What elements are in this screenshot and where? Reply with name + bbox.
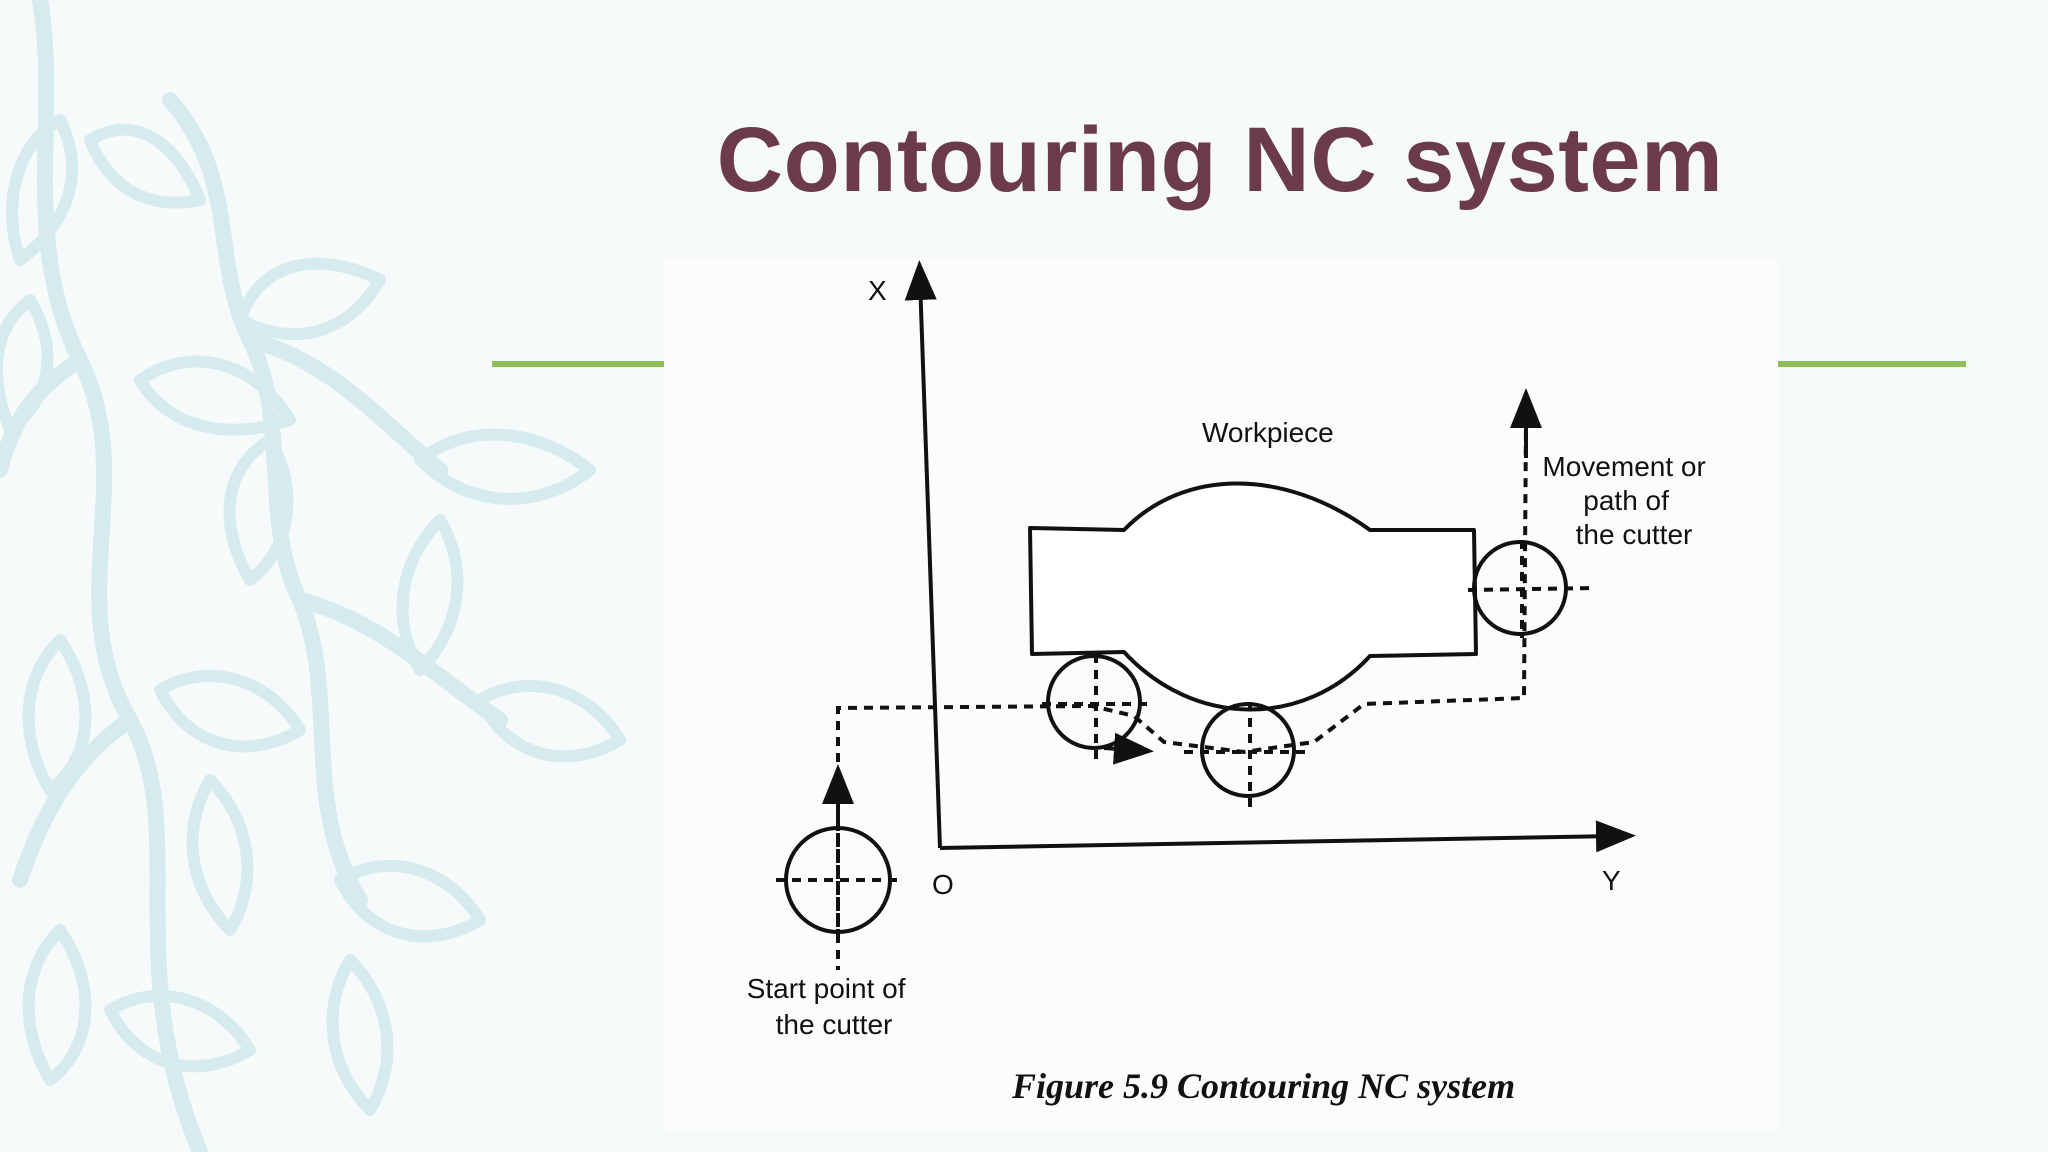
- start-label-line-1: Start point of: [747, 973, 906, 1004]
- path-arrow-rotation: [1103, 732, 1154, 765]
- start-label-line-2: the cutter: [776, 1009, 893, 1040]
- path-label-line-2: path of: [1583, 485, 1669, 516]
- figure-caption: Figure 5.9 Contouring NC system: [1011, 1066, 1515, 1106]
- vine-decoration: [0, 0, 626, 1152]
- start-label: Start point of the cutter: [747, 973, 914, 1040]
- path-label-line-3: the cutter: [1576, 519, 1693, 550]
- accent-rule-right: [1772, 361, 1966, 367]
- workpiece-label: Workpiece: [1202, 417, 1334, 448]
- workpiece-shape: [1028, 481, 1478, 712]
- cutter-path: [836, 417, 1528, 938]
- x-axis: [904, 260, 942, 849]
- figure-panel: X Y O Workpiece: [664, 258, 1778, 1130]
- path-label-line-1: Movement or: [1542, 451, 1705, 482]
- cutter-start: [776, 822, 902, 970]
- origin-label: O: [932, 869, 954, 900]
- axis-x-label: X: [868, 275, 887, 306]
- contouring-diagram: X Y O Workpiece: [747, 260, 1713, 1106]
- cutter-corner: [1042, 654, 1148, 762]
- y-axis: [939, 820, 1636, 853]
- path-label: Movement or path of the cutter: [1542, 451, 1713, 550]
- accent-rule-left: [492, 361, 670, 367]
- cutter-bottom: [1184, 702, 1310, 810]
- slide-title: Contouring NC system: [716, 109, 1724, 211]
- cutter-right: [1467, 540, 1597, 638]
- axis-y-label: Y: [1602, 865, 1621, 896]
